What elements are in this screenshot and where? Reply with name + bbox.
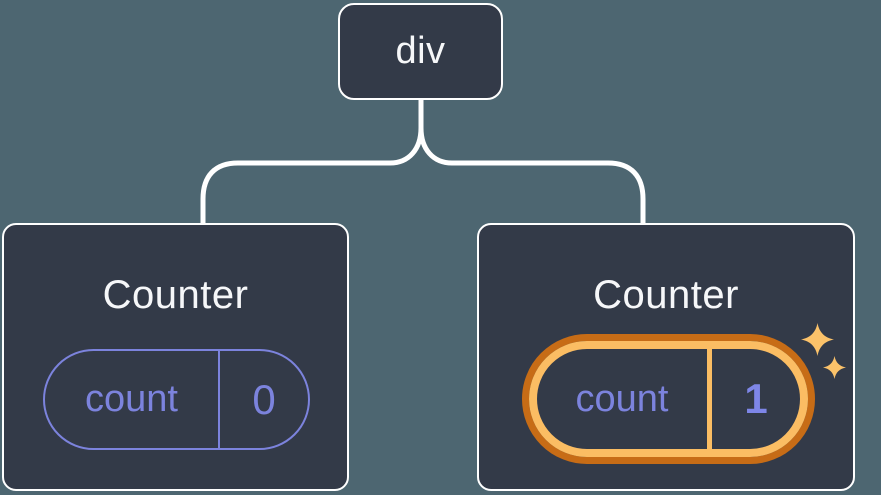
state-value: 0 (252, 375, 276, 423)
counter-card-right: Counter count 1 (477, 223, 855, 491)
state-pill-divider (707, 349, 712, 449)
root-node-label: div (395, 30, 446, 72)
state-pill-divider (218, 351, 220, 448)
highlight-inner-ring: count 1 (529, 341, 808, 457)
state-label: count (575, 377, 669, 420)
root-node-div: div (338, 3, 503, 100)
connector-left-branch (200, 98, 424, 225)
state-pill: count 0 (43, 349, 310, 450)
state-value: 1 (744, 375, 768, 422)
sparkle-icon-small (823, 353, 846, 382)
sparkle-icon-large (801, 322, 834, 357)
counter-card-left: Counter count 0 (2, 223, 349, 491)
state-label: count (85, 378, 178, 420)
card-title: Counter (102, 273, 249, 317)
card-title: Counter (593, 273, 739, 317)
state-pill-highlighted: count 1 (522, 334, 815, 464)
connector-right-branch (418, 98, 646, 225)
